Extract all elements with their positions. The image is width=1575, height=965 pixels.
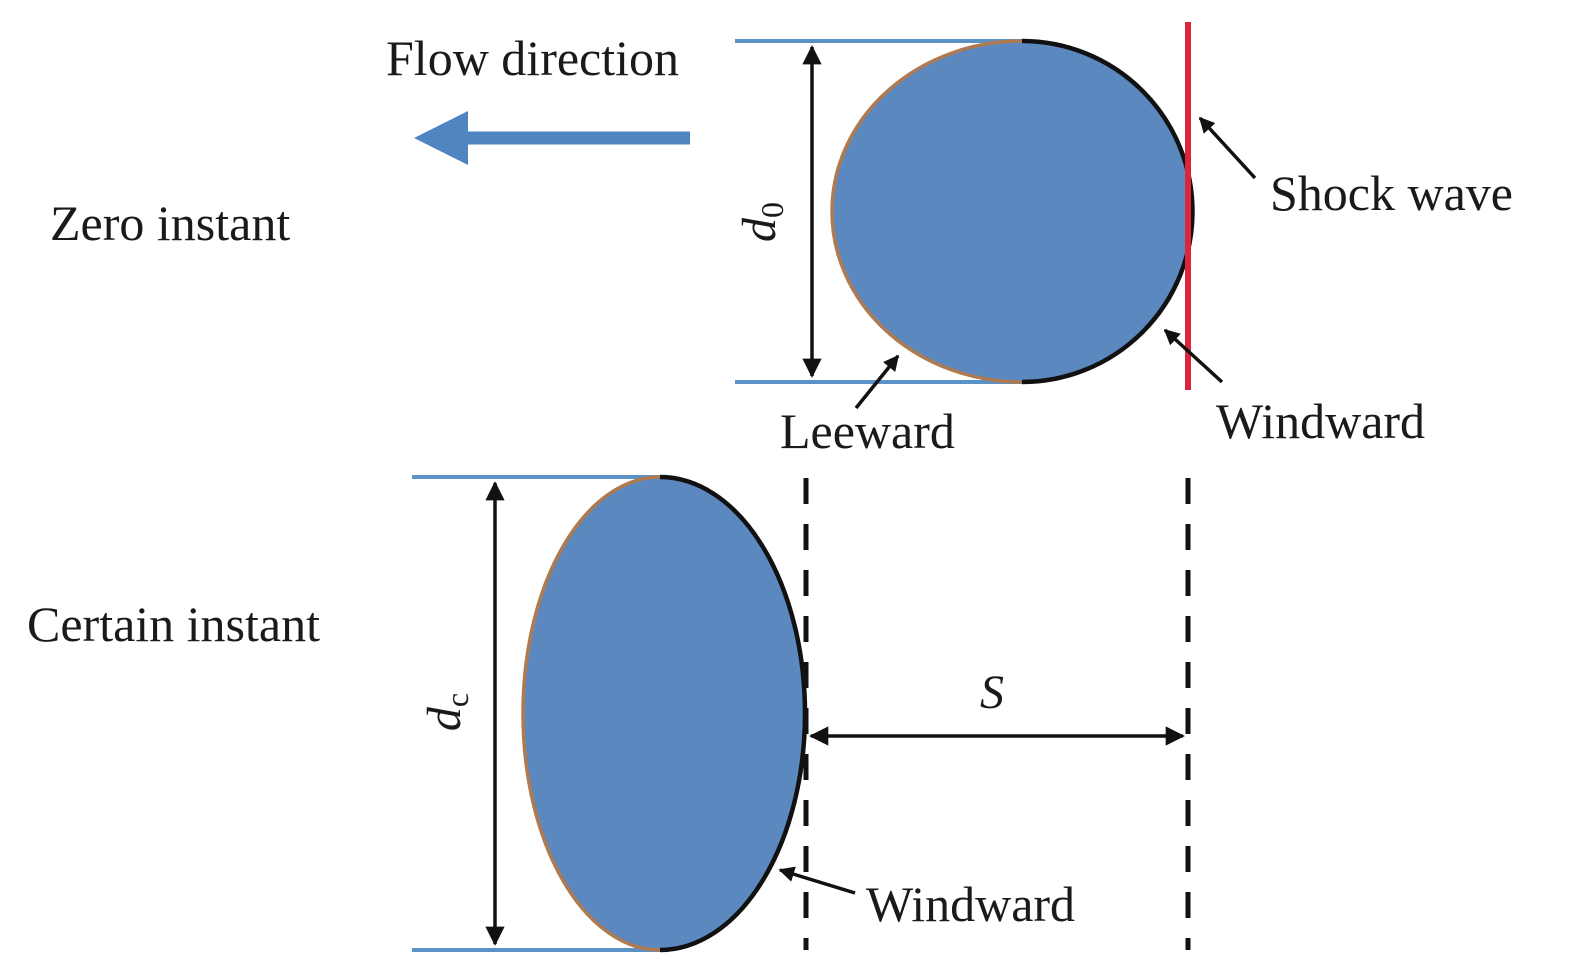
flow-direction-arrow (414, 111, 690, 165)
windward-edge (1021, 38, 1195, 385)
windward-pointer-top (1163, 328, 1224, 384)
windward-label-bottom: Windward (866, 876, 1075, 932)
d0-symbol: d0 (733, 202, 790, 242)
leeward-edge-deformed (521, 475, 661, 952)
droplet-body (832, 41, 1193, 382)
s-symbol: S (980, 666, 1004, 719)
leeward-label: Leeward (780, 403, 955, 459)
shock-wave-label: Shock wave (1270, 165, 1513, 221)
flow-direction-label: Flow direction (386, 30, 679, 86)
certain-instant-label: Certain instant (27, 596, 320, 652)
dc-symbol: dc (418, 693, 475, 731)
droplet-zero-instant (830, 38, 1195, 385)
shock-wave-pointer (1198, 116, 1257, 180)
leeward-edge (830, 39, 1023, 384)
zero-instant-label: Zero instant (50, 195, 290, 251)
leeward-pointer (854, 354, 900, 410)
windward-pointer-bottom (778, 866, 856, 895)
windward-label-top: Windward (1216, 393, 1425, 449)
droplet-body-deformed (523, 477, 805, 950)
droplet-certain-instant (521, 474, 808, 953)
